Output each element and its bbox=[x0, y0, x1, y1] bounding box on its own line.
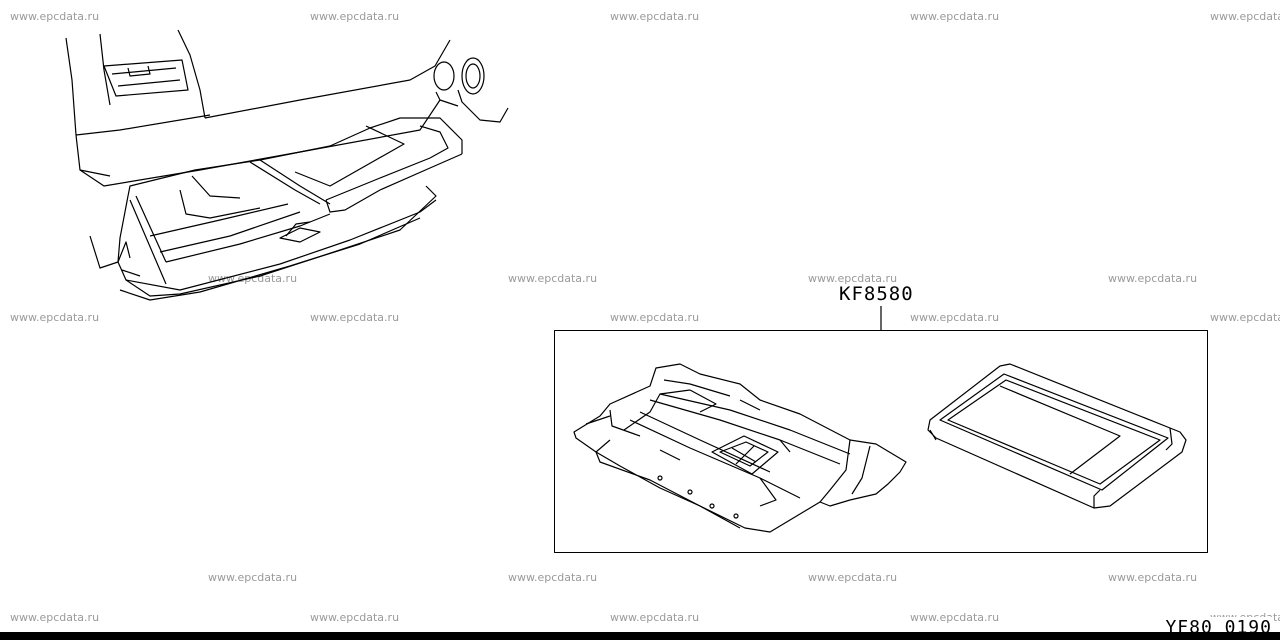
watermark-text: www.epcdata.ru bbox=[910, 611, 1000, 624]
watermark-text: www.epcdata.ru bbox=[10, 10, 100, 23]
watermark-text: www.epcdata.ru bbox=[808, 571, 898, 584]
watermark-text: www.epcdata.ru bbox=[208, 571, 298, 584]
watermark-text: www.epcdata.ru bbox=[508, 272, 598, 285]
watermark-text: www.epcdata.ru bbox=[610, 311, 700, 324]
watermark-text: www.epcdata.ru bbox=[310, 10, 400, 23]
watermark-text: www.epcdata.ru bbox=[1108, 272, 1198, 285]
watermark-text: www.epcdata.ru bbox=[508, 571, 598, 584]
watermark-text: www.epcdata.ru bbox=[10, 311, 100, 324]
watermark-text: www.epcdata.ru bbox=[910, 311, 1000, 324]
part-frame bbox=[554, 330, 1208, 553]
watermark-text: www.epcdata.ru bbox=[310, 311, 400, 324]
cargo-tray-drawing bbox=[927, 363, 1187, 509]
watermark-text: www.epcdata.ru bbox=[610, 10, 700, 23]
floor-board-drawing bbox=[573, 363, 907, 533]
watermark-text: www.epcdata.ru bbox=[310, 611, 400, 624]
watermark-text: www.epcdata.ru bbox=[610, 611, 700, 624]
watermark-text: www.epcdata.ru bbox=[808, 272, 898, 285]
watermark-text: www.epcdata.ru bbox=[1210, 311, 1280, 324]
watermark-text: www.epcdata.ru bbox=[1210, 10, 1280, 23]
part-number-label: KF8580 bbox=[839, 283, 914, 305]
watermark-text: www.epcdata.ru bbox=[910, 10, 1000, 23]
bottom-border bbox=[0, 632, 1280, 640]
cargo-area-overview-drawing bbox=[65, 29, 509, 301]
part-callout bbox=[554, 306, 1208, 553]
watermark-text: www.epcdata.ru bbox=[1108, 571, 1198, 584]
watermark-text: www.epcdata.ru bbox=[10, 611, 100, 624]
watermark-text: www.epcdata.ru bbox=[208, 272, 298, 285]
